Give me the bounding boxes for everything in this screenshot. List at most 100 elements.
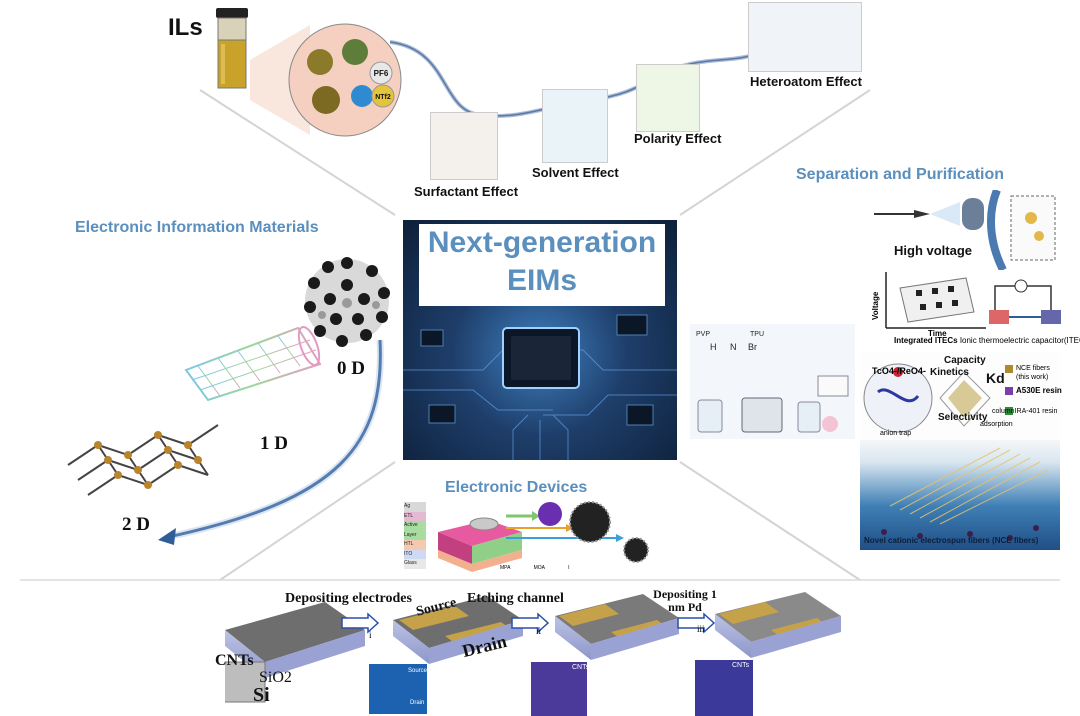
label-2d: 2 D (122, 514, 150, 535)
step-etching-channel: Etching channel (467, 591, 564, 606)
slab-2 (393, 596, 523, 664)
ion-ntf2: NTf2 (371, 84, 395, 108)
ligand-legend: MPA MOA I (500, 565, 570, 571)
step-depositing-pd: Depositing 1 nm Pd (653, 587, 717, 614)
divider-top-left (199, 89, 396, 216)
ils-ions-zoom (250, 23, 402, 137)
center-title-line2: EIMs (506, 264, 578, 297)
micro-cnts-2: CNTs (732, 662, 750, 669)
micro-source: Source (408, 668, 428, 674)
label-solvent-effect: Solvent Effect (532, 165, 619, 180)
svg-text:H: H (710, 342, 717, 352)
micro-drain: Drain (410, 700, 425, 706)
fabrication-arrows (341, 612, 716, 634)
svg-text:Voltage: Voltage (871, 291, 880, 320)
device-layer-stack: Ag ETL Active Layer HTL ITO Glass (404, 502, 524, 576)
label-high-voltage: High voltage (894, 243, 973, 258)
layer-ag: Ag (404, 502, 426, 512)
eim-title: Electronic Information Materials (75, 219, 319, 236)
graphene-2d (67, 424, 219, 496)
divider-top-right (679, 89, 871, 216)
ligand-moa: MOA (533, 565, 545, 571)
divider-bottom-right (679, 461, 861, 581)
slab-3 (555, 594, 679, 660)
label-cnts: CNTs (215, 652, 254, 669)
svg-text:NTf2: NTf2 (375, 94, 391, 101)
label-surfactant-effect: Surfactant Effect (414, 184, 519, 199)
ion-pf6: PF6 (369, 61, 393, 85)
fullerene-0d (304, 257, 390, 347)
ocean-fibers-panel: Novel cationic electrospun fibers (NCE f… (860, 440, 1060, 550)
svg-text:PVP: PVP (696, 331, 710, 338)
label-heteroatom-effect: Heteroatom Effect (750, 74, 862, 89)
radar-label-capacity: Capacity (944, 355, 986, 366)
radar-label-kinetics: Kinetics (930, 367, 969, 378)
layer-active: Active Layer (404, 521, 426, 540)
device-arrows-and-dots (506, 501, 649, 563)
label-ion-pair: TcO4-/ReO4- (872, 366, 926, 376)
legend-nce: NCE fibers (this work) (1016, 365, 1050, 381)
fiber-closeup (987, 190, 1056, 270)
ils-vial (216, 8, 248, 89)
arrow-label-iii: iii (697, 624, 705, 634)
layer-glass: Glass (404, 559, 426, 569)
dimension-arrow (158, 339, 384, 545)
separation-title: Separation and Purification (796, 166, 1005, 183)
center-chip-panel: Next-generation EIMs (403, 220, 677, 460)
heteroatom-effect-diagram (748, 2, 862, 72)
electrospinning-diagram (874, 198, 984, 230)
label-si: Si (253, 684, 270, 706)
label-sio2: SiO2 (259, 669, 292, 686)
legend-swatch-ira (1005, 407, 1013, 415)
ligand-i: I (568, 565, 570, 571)
arrow-label-i: i (369, 630, 372, 640)
radar-label-selectivity: Selectivity (938, 412, 988, 423)
step-depositing-electrodes: Depositing electrodes (285, 591, 412, 606)
radar-panel (860, 352, 1060, 442)
label-anion-trap: anion trap (880, 430, 912, 437)
center-title-box (419, 224, 665, 306)
radar-label-kd: Kd (986, 370, 1005, 386)
arrow-label-ii: ii (536, 626, 542, 636)
solvent-effect-diagram (542, 89, 608, 163)
ligand-mpa: MPA (500, 565, 511, 571)
circuit-traces (403, 314, 677, 460)
label-integrated-itecs: Integrated ITECs Ionic thermoelectric ca… (894, 336, 1080, 345)
svg-text:N: N (730, 342, 737, 352)
label-adsorption: adsorption (980, 421, 1013, 428)
label-itecs-short: Integrated ITECs (894, 336, 958, 345)
fabrication-slabs (225, 592, 841, 716)
legend-ira: columnIRA-401 resin (992, 408, 1058, 415)
legend-swatch-nce (1005, 365, 1013, 373)
itec-plot: Voltage Time (871, 272, 986, 338)
svg-text:PF6: PF6 (374, 69, 389, 78)
layer-htl: HTL (404, 540, 426, 550)
svg-text:Time: Time (928, 329, 947, 338)
svg-text:TPU: TPU (750, 331, 764, 338)
divider-bottom-left (219, 461, 396, 581)
layer-label-list: Ag ETL Active Layer HTL ITO Glass (404, 502, 426, 569)
synthesis-scheme: PVP TPU H N Br (690, 324, 855, 439)
layer-ito: ITO (404, 549, 426, 559)
label-itecs-full: Ionic thermoelectric capacitor(ITEC) (959, 336, 1080, 345)
label-nce-banner: Novel cationic electrospun fibers (NCE f… (864, 536, 1039, 545)
legend-a530e: A530E resin (1016, 386, 1062, 395)
label-1d: 1 D (260, 433, 288, 454)
ils-title: ILs (168, 14, 203, 41)
slab-4 (715, 592, 841, 658)
micro-cnts-1: CNTs (572, 664, 590, 671)
label-0d: 0 D (337, 358, 365, 379)
itec-circuit (989, 279, 1061, 324)
svg-text:Br: Br (748, 342, 757, 352)
devices-title: Electronic Devices (445, 479, 588, 496)
label-polarity-effect: Polarity Effect (634, 131, 722, 146)
device-stack-drawing (438, 517, 522, 572)
surfactant-effect-diagram (430, 112, 498, 180)
fiber-strands (881, 447, 1049, 541)
center-title-line1: Next-generation (427, 226, 657, 259)
layer-etl: ETL (404, 511, 426, 521)
nanotube-1d (184, 326, 322, 402)
legend-swatch-a530e (1005, 387, 1013, 395)
polarity-effect-diagram (636, 64, 700, 132)
